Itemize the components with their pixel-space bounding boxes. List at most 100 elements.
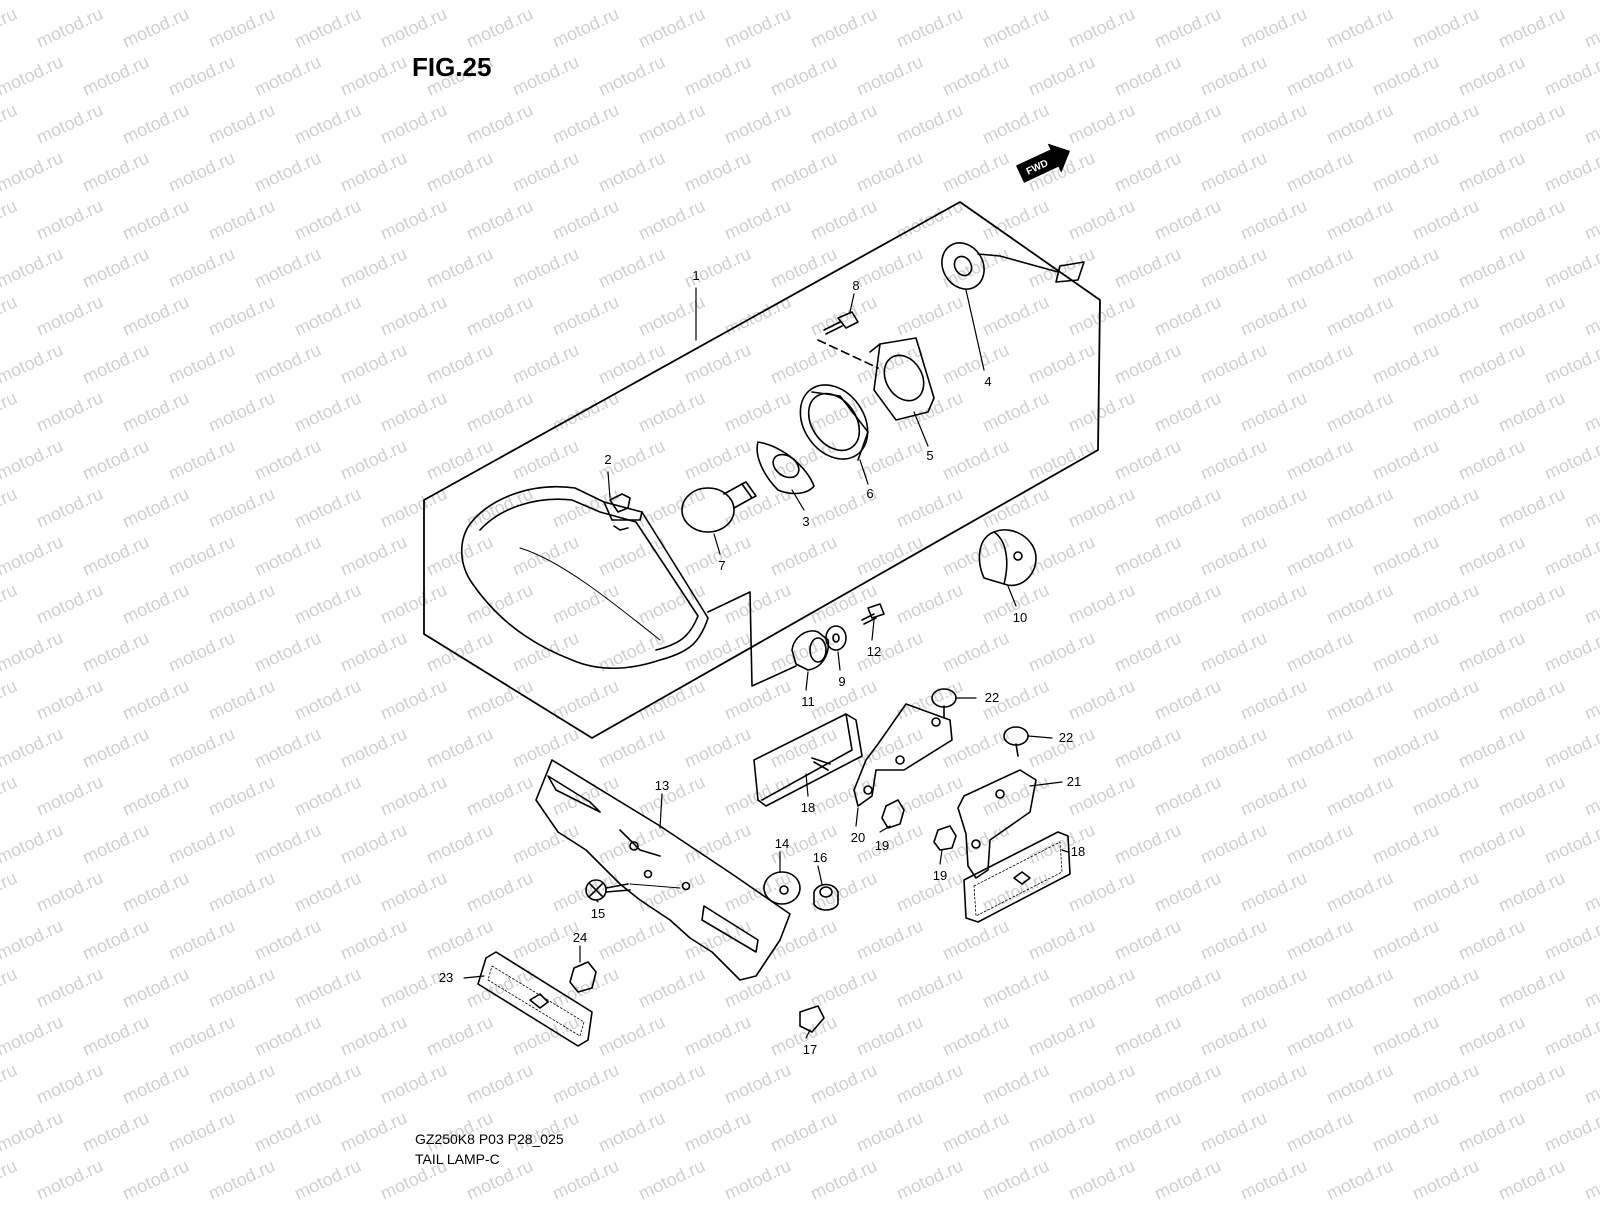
watermark-text: motod.ru (681, 339, 754, 387)
watermark-text: motod.ru (79, 147, 152, 195)
watermark-text: motod.ru (1541, 51, 1600, 99)
watermark-text: motod.ru (205, 675, 278, 723)
watermark-text: motod.ru (1237, 99, 1310, 147)
watermark-text: motod.ru (1581, 771, 1600, 819)
watermark-text: motod.ru (1111, 1011, 1184, 1059)
watermark-text: motod.ru (1409, 867, 1482, 915)
watermark-text: motod.ru (893, 1155, 966, 1200)
watermark-text: motod.ru (0, 963, 20, 1011)
watermark-text: motod.ru (595, 531, 668, 579)
watermark-text: motod.ru (1197, 915, 1270, 963)
watermark-text: motod.ru (1409, 291, 1482, 339)
watermark-text: motod.ru (79, 0, 152, 4)
watermark-text: motod.ru (1455, 0, 1528, 4)
watermark-text: motod.ru (853, 915, 926, 963)
watermark-text: motod.ru (463, 387, 536, 435)
watermark-text: motod.ru (1495, 195, 1568, 243)
watermark-text: motod.ru (1111, 915, 1184, 963)
watermark-text: motod.ru (1237, 195, 1310, 243)
watermark-text: motod.ru (1369, 0, 1442, 4)
watermark-text: motod.ru (1495, 3, 1568, 51)
watermark-text: motod.ru (1197, 819, 1270, 867)
watermark-text: motod.ru (33, 675, 106, 723)
watermark-text: motod.ru (463, 99, 536, 147)
guide-line-11 (707, 591, 797, 687)
watermark-text: motod.ru (423, 1011, 496, 1059)
watermark-text: motod.ru (1409, 1155, 1482, 1200)
watermark-text: motod.ru (721, 483, 794, 531)
watermark-text: motod.ru (635, 387, 708, 435)
watermark-text: motod.ru (291, 579, 364, 627)
watermark-text: motod.ru (291, 771, 364, 819)
watermark-text: motod.ru (1455, 147, 1528, 195)
callout-6: 6 (866, 486, 873, 501)
watermark-text: motod.ru (377, 387, 450, 435)
watermark-text: motod.ru (1197, 531, 1270, 579)
watermark-text: motod.ru (979, 387, 1052, 435)
watermark-text: motod.ru (893, 579, 966, 627)
watermark-text: motod.ru (807, 1059, 880, 1107)
watermark-text: motod.ru (377, 771, 450, 819)
watermark-text: motod.ru (463, 195, 536, 243)
watermark-text: motod.ru (853, 531, 926, 579)
watermark-text: motod.ru (119, 483, 192, 531)
watermark-text: motod.ru (1495, 771, 1568, 819)
collar-16 (813, 883, 839, 911)
watermark-text: motod.ru (509, 435, 582, 483)
watermark-text: motod.ru (595, 0, 668, 4)
callout-19: 19 (875, 838, 889, 853)
watermark-text: motod.ru (423, 0, 496, 4)
watermark-text: motod.ru (681, 819, 754, 867)
watermark-text: motod.ru (1237, 675, 1310, 723)
watermark-text: motod.ru (1151, 579, 1224, 627)
watermark-text: motod.ru (595, 147, 668, 195)
watermark-text: motod.ru (509, 531, 582, 579)
watermark-text: motod.ru (1197, 723, 1270, 771)
watermark-text: motod.ru (1025, 627, 1098, 675)
screw-12 (861, 603, 885, 625)
watermark-text: motod.ru (423, 243, 496, 291)
watermark-text: motod.ru (939, 435, 1012, 483)
watermark-text: motod.ru (807, 195, 880, 243)
watermark-text: motod.ru (205, 579, 278, 627)
watermark-text: motod.ru (1283, 1107, 1356, 1155)
watermark-text: motod.ru (1197, 339, 1270, 387)
watermark-text: motod.ru (463, 291, 536, 339)
watermark-text: motod.ru (549, 963, 622, 1011)
watermark-text: motod.ru (1151, 1059, 1224, 1107)
watermark-text: motod.ru (1323, 387, 1396, 435)
watermark-text: motod.ru (1581, 579, 1600, 627)
watermark-text: motod.ru (251, 723, 324, 771)
watermark-text: motod.ru (0, 819, 66, 867)
watermark-text: motod.ru (205, 867, 278, 915)
callout-3: 3 (802, 514, 809, 529)
watermark-text: motod.ru (0, 1011, 66, 1059)
watermark-text: motod.ru (1495, 1059, 1568, 1107)
watermark-text: motod.ru (807, 99, 880, 147)
watermark-text: motod.ru (291, 195, 364, 243)
callout-17: 17 (803, 1042, 817, 1057)
watermark-text: motod.ru (0, 3, 20, 51)
watermark-text: motod.ru (79, 243, 152, 291)
watermark-text: motod.ru (0, 579, 20, 627)
callout-2: 2 (604, 452, 611, 467)
watermark-text: motod.ru (291, 675, 364, 723)
watermark-text: motod.ru (463, 867, 536, 915)
washer-9 (825, 625, 847, 651)
watermark-text: motod.ru (893, 291, 966, 339)
watermark-text: motod.ru (1455, 339, 1528, 387)
watermark-text: motod.ru (549, 483, 622, 531)
callout-7: 7 (718, 558, 725, 573)
watermark-text: motod.ru (1409, 387, 1482, 435)
watermark-text: motod.ru (377, 195, 450, 243)
screw-8 (823, 311, 859, 335)
watermark-text: motod.ru (721, 963, 794, 1011)
watermark-text: motod.ru (1495, 867, 1568, 915)
watermark-text: motod.ru (423, 531, 496, 579)
watermark-text: motod.ru (939, 627, 1012, 675)
watermark-text: motod.ru (549, 579, 622, 627)
watermark-text: motod.ru (463, 771, 536, 819)
watermark-text: motod.ru (1237, 867, 1310, 915)
watermark-text: motod.ru (1541, 1011, 1600, 1059)
watermark-text: motod.ru (1065, 387, 1138, 435)
